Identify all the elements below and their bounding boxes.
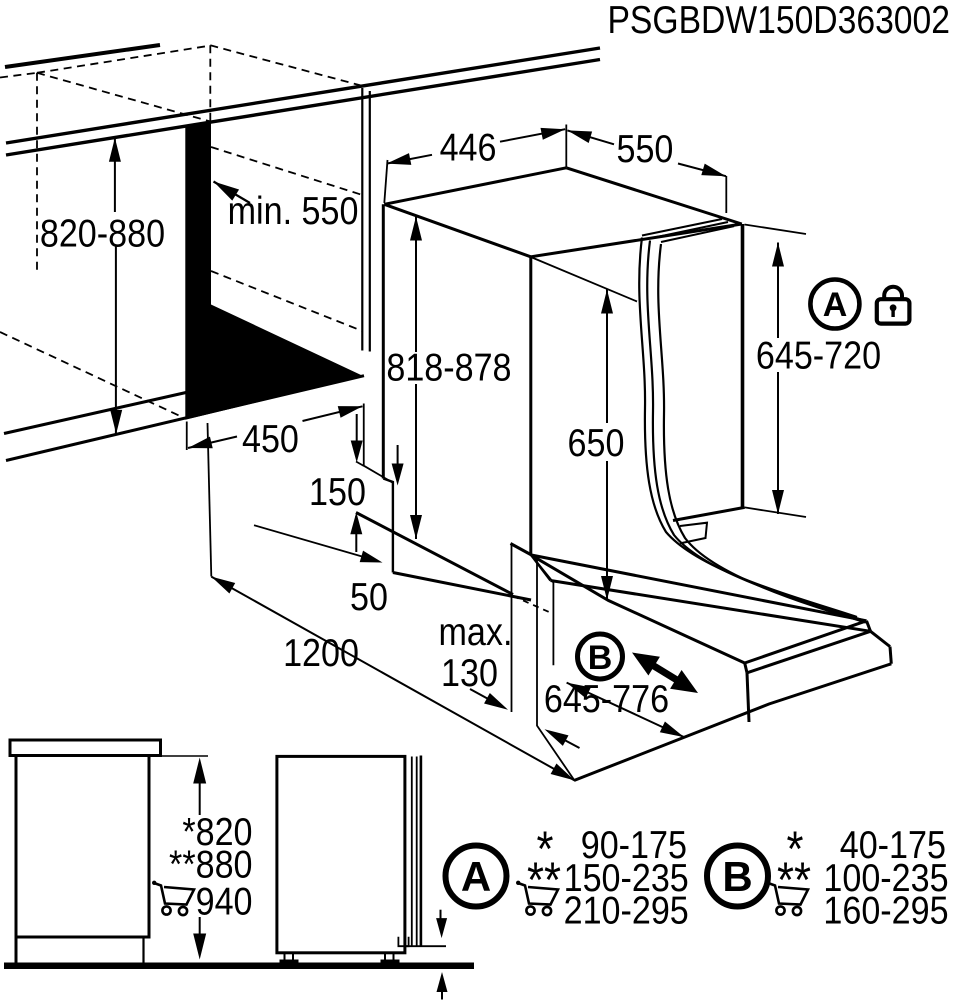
svg-text:*: * <box>537 820 554 876</box>
svg-text:*820: *820 <box>182 810 252 854</box>
svg-text:650: 650 <box>568 421 625 465</box>
svg-text:1200: 1200 <box>283 631 359 675</box>
svg-text:450: 450 <box>242 417 299 461</box>
svg-text:90-175: 90-175 <box>581 823 687 867</box>
svg-text:**880: **880 <box>169 842 252 886</box>
svg-text:min. 550: min. 550 <box>228 189 359 233</box>
svg-text:818-878: 818-878 <box>386 345 511 389</box>
svg-text:**: ** <box>777 851 811 907</box>
svg-text:940: 940 <box>196 879 253 923</box>
svg-text:100-235: 100-235 <box>823 856 948 900</box>
svg-text:*: * <box>787 820 804 876</box>
svg-text:40-175: 40-175 <box>840 823 946 867</box>
svg-text:820-880: 820-880 <box>40 211 165 255</box>
svg-text:130: 130 <box>441 651 498 695</box>
svg-text:**: ** <box>527 851 561 907</box>
svg-text:50: 50 <box>350 575 388 619</box>
svg-text:A: A <box>461 853 491 900</box>
svg-text:645-720: 645-720 <box>756 333 881 377</box>
svg-text:150: 150 <box>309 470 366 514</box>
svg-text:446: 446 <box>440 125 497 169</box>
svg-text:645-776: 645-776 <box>544 677 669 721</box>
svg-text:210-295: 210-295 <box>564 888 689 932</box>
svg-text:150-235: 150-235 <box>564 856 689 900</box>
svg-text:550: 550 <box>617 127 674 171</box>
svg-text:B: B <box>588 639 613 677</box>
svg-text:B: B <box>722 853 752 900</box>
svg-text:PSGBDW150D363002: PSGBDW150D363002 <box>607 0 950 42</box>
svg-text:160-295: 160-295 <box>823 888 948 932</box>
svg-text:max.: max. <box>439 610 513 654</box>
svg-text:A: A <box>823 286 848 324</box>
